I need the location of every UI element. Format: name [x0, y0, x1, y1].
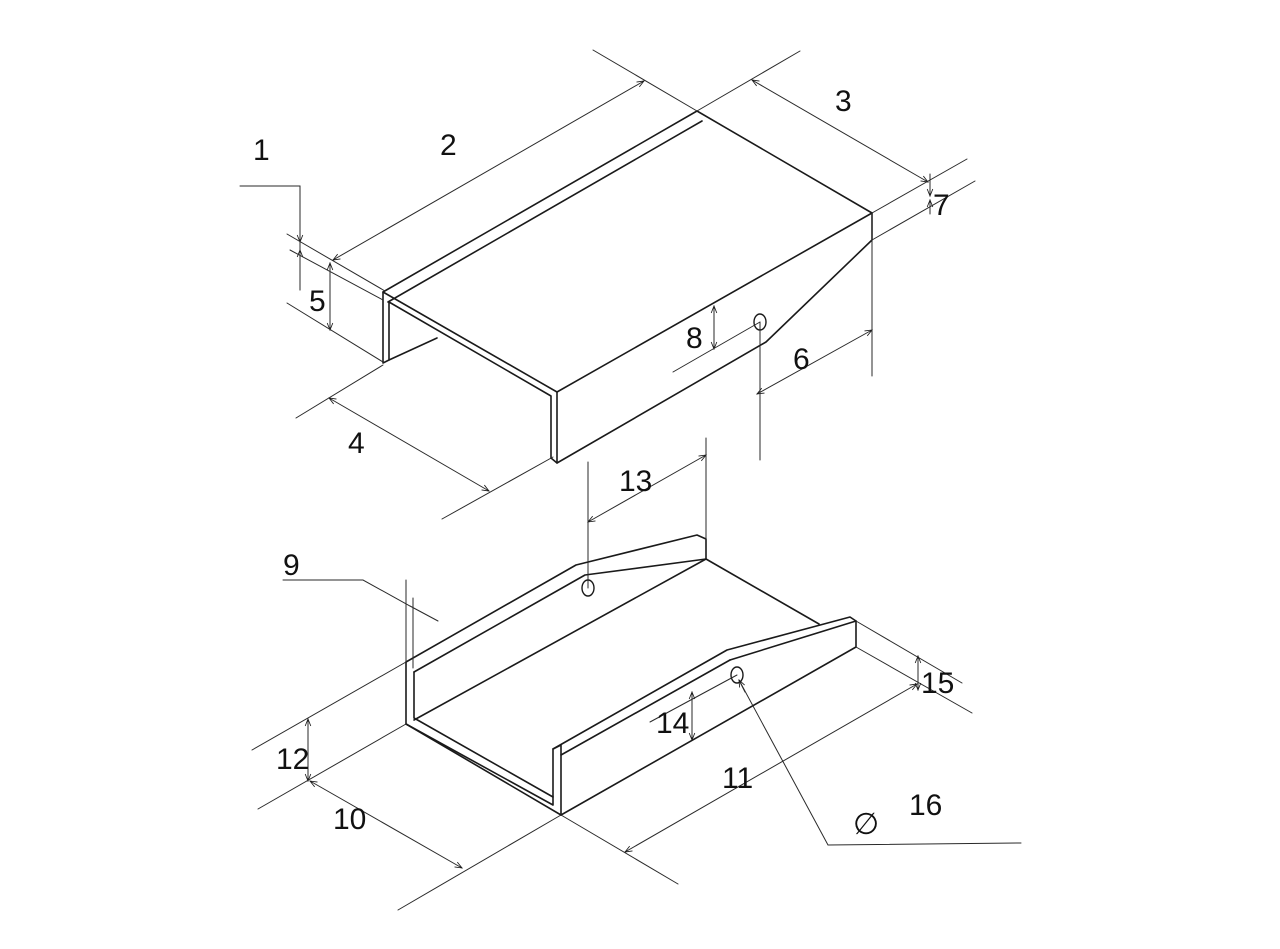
dim-16-leader: [738, 679, 1022, 846]
lower-front-wall: [552, 616, 857, 816]
label-13: 13: [619, 465, 652, 498]
label-5: 5: [309, 285, 326, 318]
label-16: 16: [909, 789, 942, 822]
label-1: 1: [253, 134, 270, 167]
dim-3-line: [752, 80, 928, 182]
label-4: 4: [348, 427, 365, 460]
upper-top-fold: [387, 120, 703, 303]
label-12: 12: [276, 743, 309, 776]
dim-9-leader: [282, 579, 411, 607]
dim-2-line: [333, 81, 644, 260]
lower-front-slope-inner: [729, 620, 857, 661]
label-2: 2: [440, 129, 457, 162]
lower-floor-back: [705, 558, 820, 625]
lower-back-wall-base: [413, 558, 707, 721]
label-9: 9: [283, 549, 300, 582]
dim-10-line: [310, 781, 462, 868]
lower-part: [405, 534, 857, 816]
label-3: 3: [835, 85, 852, 118]
dim-4-line: [329, 398, 489, 491]
upper-part: [382, 110, 873, 464]
label-7: 7: [933, 189, 950, 222]
upper-inner-edge: [388, 337, 438, 361]
dimension-labels: 1 2 3 4 5 6 7 8 9 10 11 12 13 14 15 16 ∅: [253, 85, 954, 841]
lower-front-wall-inner: [560, 659, 731, 756]
label-11: 11: [722, 762, 753, 795]
dim-6-line: [757, 330, 872, 394]
label-14: 14: [656, 707, 689, 740]
label-6: 6: [793, 343, 810, 376]
lower-back-wall: [405, 534, 707, 673]
lower-left-profile: [405, 661, 562, 816]
label-8: 8: [686, 322, 703, 355]
diameter-symbol: ∅: [853, 808, 879, 841]
label-15: 15: [921, 667, 954, 700]
dimension-lines: [239, 49, 1022, 911]
lower-left-inner: [413, 671, 554, 798]
lower-floor-front: [405, 723, 562, 816]
label-10: 10: [333, 803, 366, 836]
dim-13-line: [588, 455, 706, 522]
dim-11-line: [625, 684, 917, 852]
dim-1-leader: [239, 185, 301, 291]
